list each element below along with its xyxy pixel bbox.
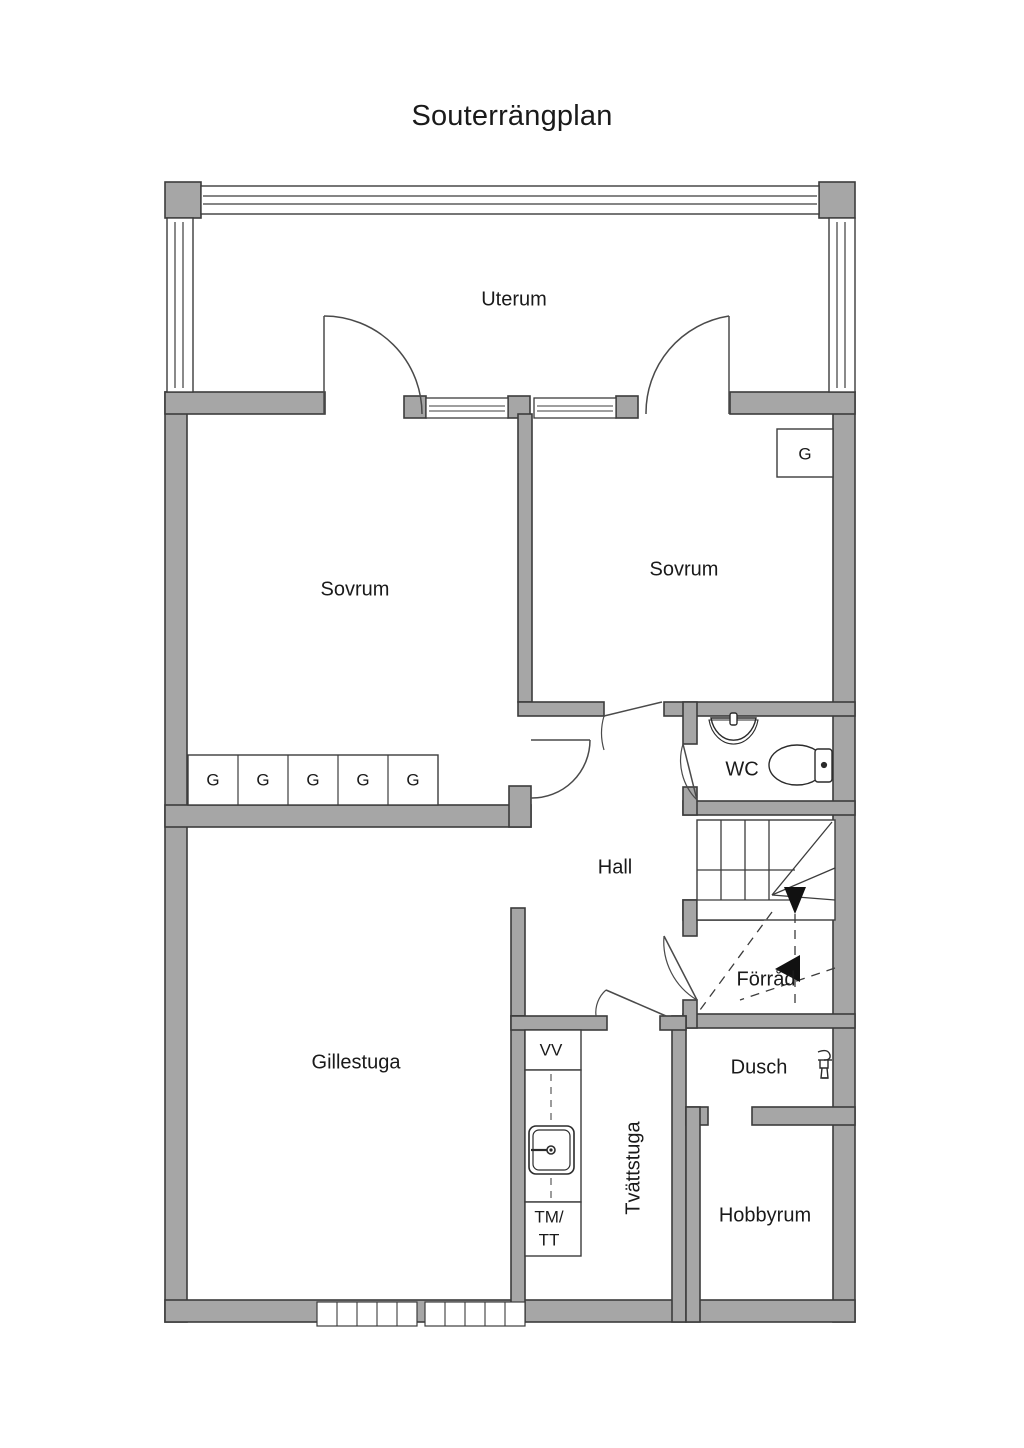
door-arc-tvattstuga xyxy=(595,989,607,1017)
wall-tvattstuga-right xyxy=(671,1015,687,1323)
wall-wc-bottom xyxy=(682,800,856,816)
wall-left-outer xyxy=(164,391,188,1323)
wall-wc-left xyxy=(682,701,698,745)
stair-direction-arrow-down xyxy=(784,887,806,914)
closet-row: G G G G G xyxy=(187,754,439,806)
room-label-dusch: Dusch xyxy=(731,1056,788,1078)
door-sovrum2-hall xyxy=(603,701,663,717)
wall-corner-top-left xyxy=(164,181,202,219)
wall-group xyxy=(164,181,856,1323)
wall-tvattstuga-top xyxy=(510,1015,608,1031)
room-label-forrad: Förråd xyxy=(737,968,796,990)
wall-right-outer xyxy=(832,391,856,1323)
door-arc-uterum-left xyxy=(323,315,423,415)
door-arc-uterum-right xyxy=(645,315,730,415)
shower-head-icon xyxy=(817,1049,832,1079)
water-heater-box xyxy=(524,1029,582,1071)
door-arc-wc xyxy=(679,743,698,801)
room-label-sovrum-1: Sovrum xyxy=(321,578,390,600)
closet-label-1: G xyxy=(206,770,219,789)
door-tvattstuga xyxy=(605,989,667,1017)
wall-sovrum1-bottom xyxy=(164,804,532,828)
wall-dusch-bottom-right xyxy=(751,1106,856,1126)
wall-hobbyrum-left xyxy=(685,1106,701,1323)
closet-bedroom: G xyxy=(776,428,834,478)
window-band-right xyxy=(828,217,856,393)
wall-tvattstuga-top-right-jamb xyxy=(659,1015,687,1031)
laundry-column: VV TM/ TT xyxy=(524,1029,582,1257)
closet-label-5: G xyxy=(406,770,419,789)
closet-label-3: G xyxy=(306,770,319,789)
room-label-wc: WC xyxy=(725,758,758,780)
closet-label-4: G xyxy=(356,770,369,789)
room-label-tvattstuga: Tvättstuga xyxy=(622,1120,644,1214)
room-label-gillestuga: Gillestuga xyxy=(312,1051,402,1073)
wall-uterum-bottom-left xyxy=(164,391,326,415)
door-wc xyxy=(682,743,698,801)
forrad-guides xyxy=(699,911,836,1011)
door-arc-sovrum2-hall xyxy=(600,715,605,751)
door-arc-forrad xyxy=(663,935,698,1001)
window-band-top xyxy=(200,185,820,215)
forrad-direction-arrow-left xyxy=(775,955,800,982)
closet-label-2: G xyxy=(256,770,269,789)
wall-forrad-bottom xyxy=(682,1013,856,1029)
door-forrad xyxy=(663,935,698,1001)
room-label-sovrum-2: Sovrum xyxy=(650,558,719,580)
window-uterum-south-left xyxy=(425,397,509,419)
wall-sovrum2-bottom-left xyxy=(517,701,605,717)
page-title: Souterrängplan xyxy=(411,100,613,132)
wall-wc-left-lower xyxy=(682,786,698,816)
wall-uterum-jamb-c xyxy=(615,395,639,419)
door-group xyxy=(323,315,730,1017)
sink-icon xyxy=(708,712,759,745)
wall-sovrum2-bottom-right xyxy=(663,701,856,717)
wall-closet-row-jamb xyxy=(508,785,532,828)
door-arc-sovrum1-hall xyxy=(530,739,591,799)
toilet-icon xyxy=(768,744,833,786)
closet-bedroom-label: G xyxy=(798,444,811,463)
wall-uterum-jamb-a xyxy=(403,395,427,419)
wall-corner-top-right xyxy=(818,181,856,219)
window-bottom-right-group xyxy=(424,1301,526,1327)
wall-hall-left-upper xyxy=(510,907,526,1017)
staircase xyxy=(696,819,836,1005)
room-label-hall: Hall xyxy=(598,856,632,878)
washer-dryer-label: TM/ xyxy=(534,1207,564,1226)
washer-dryer-label-2: TT xyxy=(539,1230,560,1249)
room-label-uterum: Uterum xyxy=(481,288,547,310)
wall-stair-stub xyxy=(682,899,698,937)
wall-between-bedrooms xyxy=(517,413,533,703)
water-heater-label: VV xyxy=(540,1040,563,1059)
window-bottom-left-group xyxy=(316,1301,418,1327)
room-label-hobbyrum: Hobbyrum xyxy=(719,1204,811,1226)
wall-gillestuga-right xyxy=(510,1015,526,1323)
wall-uterum-bottom-right xyxy=(729,391,856,415)
window-band-left xyxy=(166,217,194,393)
window-uterum-south-right xyxy=(533,397,617,419)
washer-dryer-box xyxy=(524,1201,582,1257)
